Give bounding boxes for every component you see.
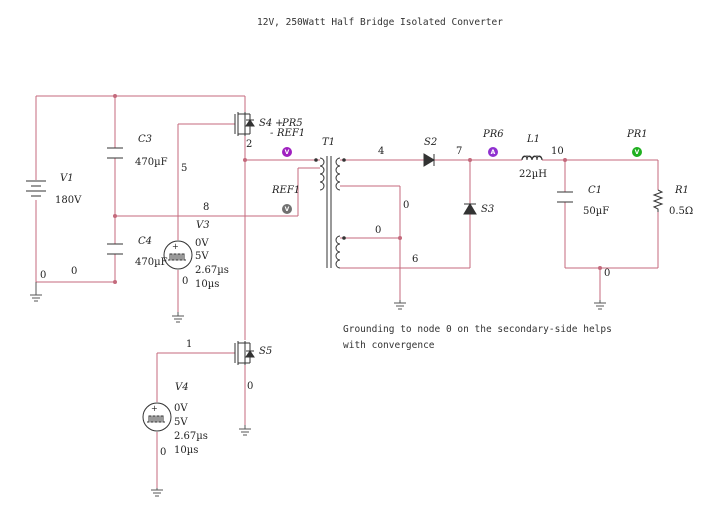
node-labels: 0 0 0 0 0 0 0 0 1 2 4 5 6 7 8 10 [40, 139, 610, 458]
v1-value: 180V [55, 195, 82, 206]
r1-resistor[interactable]: R1 0.5Ω [652, 185, 693, 217]
node-label: 0 [71, 266, 77, 277]
v4-v1: 5V [174, 417, 188, 428]
c1-capacitor[interactable]: C1 50µF [557, 185, 609, 217]
c3-capacitor[interactable]: C3 470µF [107, 134, 168, 168]
pr6-probe[interactable]: A PR6 [482, 129, 504, 157]
svg-text:V: V [285, 206, 290, 213]
t1-transformer[interactable]: T1 [314, 137, 346, 269]
pr1-probe[interactable]: V PR1 [626, 129, 648, 157]
pr1-ref: PR1 [626, 129, 648, 140]
node-label: 0 [403, 200, 409, 211]
node-label: 2 [246, 139, 252, 150]
r1-value: 0.5Ω [669, 206, 693, 217]
node-label: 5 [181, 163, 187, 174]
s2-ref: S2 [424, 137, 437, 148]
node-label: 0 [182, 276, 188, 287]
ground-icon [172, 312, 184, 323]
note-line-2: with convergence [343, 340, 435, 351]
v3-pulse-source[interactable]: + V3 0V 5V 2.67µs 10µs [163, 220, 229, 290]
v3-ref: V3 [196, 220, 210, 231]
s3-ref: S3 [481, 204, 494, 215]
ground-icon [394, 300, 406, 310]
l1-value: 22µH [519, 169, 547, 180]
c4-value: 470µF [135, 257, 168, 268]
node-label: 6 [412, 254, 418, 265]
svg-text:+: + [172, 242, 179, 251]
ground-icon [239, 425, 251, 436]
pr5-refname: REF1 [276, 128, 305, 139]
svg-text:V: V [285, 149, 290, 156]
s4-mosfet[interactable]: S4 [234, 112, 272, 136]
node-label: 7 [456, 146, 462, 157]
pr5-probe[interactable]: V + PR5 - REF1 [270, 118, 305, 157]
svg-text:+: + [151, 404, 158, 413]
wires-secondary [340, 159, 659, 300]
node-label: 0 [247, 381, 253, 392]
v4-pulse-source[interactable]: + V4 0V 5V 2.67µs 10µs [142, 382, 208, 456]
v3-v0: 0V [195, 238, 209, 249]
v3-t1: 2.67µs [195, 265, 229, 276]
t1-ref: T1 [322, 137, 335, 148]
node-label: 0 [160, 447, 166, 458]
pr5-ref: PR5 [281, 118, 303, 129]
pr5-plus: + [275, 118, 283, 129]
v1-battery[interactable]: V1 180V [26, 173, 82, 206]
v4-v0: 0V [174, 403, 188, 414]
v3-v1: 5V [195, 251, 209, 262]
node-label: 10 [551, 146, 564, 157]
l1-inductor[interactable]: L1 22µH [519, 134, 547, 180]
svg-text:A: A [491, 149, 496, 156]
l1-ref: L1 [526, 134, 540, 145]
ref1-ref: REF1 [271, 185, 300, 196]
node-label: 0 [40, 270, 46, 281]
s5-ref: S5 [259, 346, 272, 357]
ref1-probe[interactable]: V REF1 [271, 185, 300, 214]
s5-mosfet[interactable]: S5 [234, 341, 272, 365]
node-label: 0 [604, 268, 610, 279]
note-line-1: Grounding to node 0 on the secondary-sid… [343, 324, 612, 335]
pr5-minus: - [270, 128, 274, 139]
ground-icon [594, 300, 606, 310]
v4-ref: V4 [175, 382, 189, 393]
ground-icon [151, 488, 163, 497]
c1-value: 50µF [583, 206, 609, 217]
svg-text:V: V [635, 149, 640, 156]
c3-ref: C3 [138, 134, 152, 145]
node-label: 8 [203, 202, 209, 213]
c4-capacitor[interactable]: C4 470µF [107, 236, 168, 268]
c1-ref: C1 [588, 185, 602, 196]
c3-value: 470µF [135, 157, 168, 168]
schematic-title: 12V, 250Watt Half Bridge Isolated Conver… [257, 17, 503, 28]
node-label: 1 [186, 339, 192, 350]
ground-symbols [30, 282, 606, 497]
s2-diode[interactable]: S2 [423, 137, 437, 167]
wires-primary [35, 95, 320, 488]
v4-t1: 2.67µs [174, 431, 208, 442]
node-label: 4 [378, 146, 384, 157]
s4-ref: S4 [259, 118, 272, 129]
c4-ref: C4 [138, 236, 152, 247]
v4-t2: 10µs [174, 445, 198, 456]
node-label: 0 [375, 225, 381, 236]
junction-dots [113, 94, 602, 284]
v3-t2: 10µs [195, 279, 219, 290]
pr6-ref: PR6 [482, 129, 504, 140]
ground-icon [30, 282, 42, 302]
s3-diode[interactable]: S3 [463, 203, 494, 215]
r1-ref: R1 [674, 185, 689, 196]
v1-ref: V1 [60, 173, 74, 184]
